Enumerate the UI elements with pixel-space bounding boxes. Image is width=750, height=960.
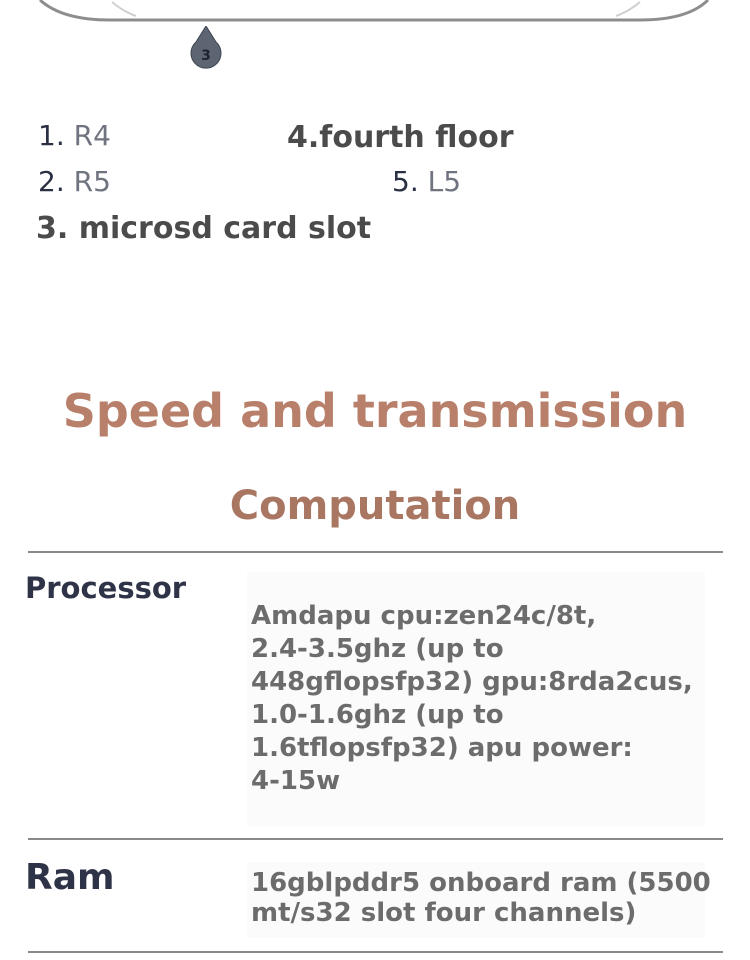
spec-value-line: 1.0-1.6ghz (up to bbox=[251, 700, 504, 730]
spec-label-ram: Ram bbox=[25, 857, 115, 898]
divider bbox=[28, 951, 723, 953]
device-outline bbox=[38, 0, 710, 22]
legend-number: 4. bbox=[287, 120, 320, 155]
legend-label: R5 bbox=[73, 165, 111, 198]
legend-item-1: 1. R4 bbox=[38, 122, 111, 150]
spec-value-line: 448gflopsfp32) gpu:8rda2cus, bbox=[251, 667, 693, 697]
spec-value-line: Amdapu cpu:zen24c/8t, bbox=[251, 601, 597, 631]
spec-value-ram: 16gblpddr5 onboard ram (5500 mt/s32 slot… bbox=[251, 868, 711, 928]
legend-label: fourth floor bbox=[319, 120, 514, 155]
spec-value-line: 16gblpddr5 onboard ram (5500 bbox=[251, 868, 711, 898]
legend-item-2: 2. R5 bbox=[38, 168, 111, 196]
spec-value-background bbox=[247, 862, 705, 938]
legend-label: microsd card slot bbox=[78, 211, 372, 246]
callout-marker-3: 3 bbox=[186, 25, 226, 74]
legend-number: 1. bbox=[38, 119, 65, 152]
legend-number: 5. bbox=[392, 165, 419, 198]
callout-number: 3 bbox=[201, 48, 211, 64]
spec-label-processor: Processor bbox=[25, 571, 187, 605]
spec-value-background bbox=[247, 572, 705, 827]
legend-number: 3. bbox=[36, 211, 69, 246]
spec-value-processor: Amdapu cpu:zen24c/8t, 2.4-3.5ghz (up to … bbox=[251, 600, 693, 798]
section-title: Speed and transmission bbox=[62, 384, 688, 438]
legend-number: 2. bbox=[38, 165, 65, 198]
legend-item-5: 5. L5 bbox=[392, 168, 461, 196]
legend-label: L5 bbox=[427, 165, 462, 198]
subsection-title: Computation bbox=[229, 483, 521, 529]
spec-value-line: 4-15w bbox=[251, 766, 341, 796]
callout-pin-icon bbox=[190, 25, 222, 69]
legend-item-3: 3. microsd card slot bbox=[36, 214, 371, 244]
divider bbox=[28, 551, 723, 553]
spec-value-line: 1.6tflopsfp32) apu power: bbox=[251, 733, 633, 763]
legend-item-4: 4.fourth floor bbox=[287, 123, 514, 153]
spec-value-line: mt/s32 slot four channels) bbox=[251, 898, 637, 928]
legend-label: R4 bbox=[73, 119, 111, 152]
divider bbox=[28, 838, 723, 840]
spec-value-line: 2.4-3.5ghz (up to bbox=[251, 634, 504, 664]
